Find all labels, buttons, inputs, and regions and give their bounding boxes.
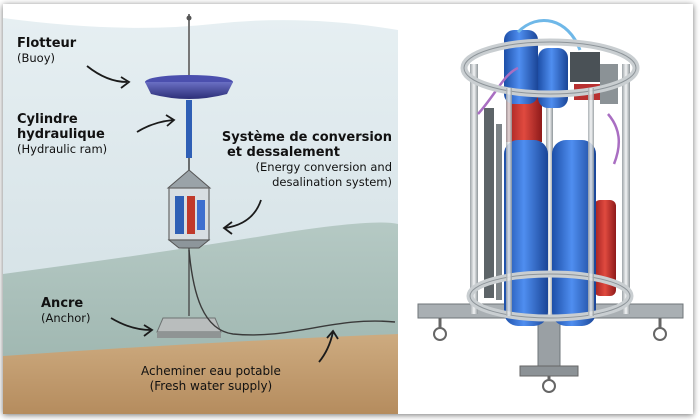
ram-label: Cylindre hydraulique (Hydraulic ram) — [17, 112, 107, 157]
conversion-arrow — [224, 199, 262, 229]
water-label-fr: Acheminer eau potable — [141, 364, 281, 378]
anchor-shape — [156, 317, 222, 338]
hydraulic-ram-shape — [186, 100, 192, 158]
ram-arrow — [136, 119, 174, 133]
system-schematic: Flotteur (Buoy) Cylindre hydraulique (Hy… — [3, 4, 398, 414]
conversion-label-fr-1: Système de conversion — [221, 130, 392, 145]
buoy-arrow — [86, 65, 128, 83]
anchor-label-en: (Anchor) — [41, 311, 91, 325]
anchor-arrow — [110, 317, 152, 331]
conversion-label: Système de conversion et dessalement (En… — [222, 130, 392, 190]
seabed — [3, 334, 398, 414]
ram-label-fr-2: hydraulique — [17, 127, 105, 142]
ram-label-en: (Hydraulic ram) — [17, 142, 108, 156]
buoy-label-en: (Buoy) — [17, 51, 55, 65]
water-arrow — [318, 331, 334, 363]
buoy-label-fr: Flotteur — [17, 36, 77, 51]
unit-render-illustration — [408, 4, 693, 414]
conversion-label-en-1: (Energy conversion and — [255, 160, 392, 174]
buoy-shape — [145, 82, 233, 99]
conversion-label-fr-2: et dessalement — [226, 145, 340, 160]
anchor-label-fr: Ancre — [41, 296, 84, 311]
fresh-water-pipe — [188, 249, 396, 336]
conversion-label-en-2: desalination system) — [272, 175, 392, 189]
top-cylinder — [504, 30, 538, 104]
figure-frame: Flotteur (Buoy) Cylindre hydraulique (Hy… — [3, 4, 693, 414]
buoy-label: Flotteur (Buoy) — [17, 36, 76, 66]
water-label-en: (Fresh water supply) — [149, 379, 273, 393]
conversion-unit-shape — [166, 169, 212, 249]
anchor-label: Ancre (Anchor) — [41, 296, 91, 326]
red-vessel — [594, 200, 616, 296]
conversion-unit-render — [408, 4, 693, 414]
schematic-illustration — [3, 4, 398, 414]
ram-label-fr-1: Cylindre — [17, 112, 78, 127]
water-label: Acheminer eau potable (Fresh water suppl… — [141, 364, 281, 394]
